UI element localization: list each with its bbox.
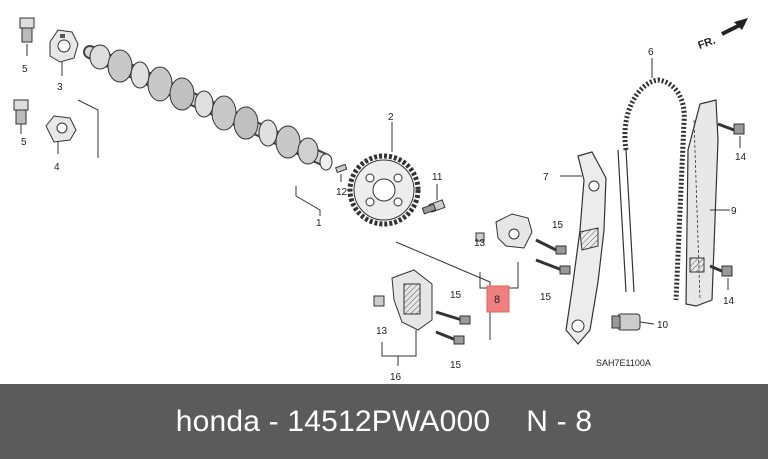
part-3-pulse-plate bbox=[49, 29, 79, 76]
part-16-tensioner-assembly bbox=[373, 269, 471, 345]
callout-15-lower-a: 15 bbox=[450, 290, 462, 301]
callout-13-upper: 13 bbox=[474, 238, 486, 249]
callout-2: 2 bbox=[388, 112, 394, 123]
leader-16 bbox=[381, 330, 417, 357]
part-14-bolt-upper bbox=[717, 122, 745, 148]
callout-8: 8 bbox=[494, 294, 500, 306]
front-direction-label: FR. bbox=[696, 35, 717, 52]
callout-5-top: 5 bbox=[22, 64, 28, 75]
part-7-tensioner-arm bbox=[560, 151, 607, 345]
part-number-text: honda - 14512PWA000 bbox=[175, 404, 491, 438]
part-11-bolt bbox=[421, 184, 446, 215]
callout-13-lower: 13 bbox=[376, 326, 388, 337]
callout-15-lower-b: 15 bbox=[450, 360, 462, 371]
callout-16: 16 bbox=[390, 372, 402, 383]
callout-14-lower: 14 bbox=[723, 296, 735, 307]
part-9-chain-guide bbox=[685, 99, 730, 307]
parts-diagram: FR. 5 3 5 4 bbox=[13, 17, 748, 383]
part-2-cam-sprocket bbox=[347, 122, 421, 227]
callout-7: 7 bbox=[543, 172, 549, 183]
part-6-timing-chain bbox=[617, 58, 687, 301]
callout-1: 1 bbox=[316, 218, 322, 229]
callout-11: 11 bbox=[432, 172, 443, 183]
callout-10: 10 bbox=[657, 320, 669, 331]
front-direction-arrow: FR. bbox=[696, 18, 748, 52]
callout-12: 12 bbox=[336, 187, 348, 198]
part-4-pulse-plate bbox=[45, 115, 77, 154]
part-5-bolt-top bbox=[19, 17, 35, 56]
bracket-line-3-4 bbox=[77, 99, 99, 158]
callout-14-upper: 14 bbox=[735, 152, 747, 163]
part-14-bolt-lower bbox=[709, 264, 733, 290]
callout-9: 9 bbox=[731, 206, 737, 217]
callout-5-lower: 5 bbox=[21, 137, 27, 148]
part-5-bolt-lower bbox=[13, 99, 29, 134]
highlight-box-8 bbox=[486, 285, 510, 313]
callout-3: 3 bbox=[57, 82, 63, 93]
callout-4: 4 bbox=[54, 162, 60, 173]
callout-15-upper: 15 bbox=[552, 220, 564, 231]
diagram-code: SAH7E1100A bbox=[596, 358, 651, 368]
part-8-chain-tensioner bbox=[475, 213, 571, 275]
part-1-camshaft bbox=[83, 44, 333, 171]
reference-number-text: N - 8 bbox=[526, 404, 593, 438]
part-12-dowel-pin bbox=[334, 163, 348, 182]
callout-15-mid: 15 bbox=[540, 292, 552, 303]
callout-6: 6 bbox=[648, 47, 654, 58]
caption-bar: honda - 14512PWA000 N - 8 bbox=[0, 384, 768, 459]
leader-1 bbox=[295, 186, 321, 216]
bracket-line-8 bbox=[395, 241, 491, 340]
part-10-bolt bbox=[611, 313, 655, 331]
caption-text: honda - 14512PWA000 N - 8 bbox=[0, 384, 768, 459]
leader-8 bbox=[479, 262, 519, 289]
